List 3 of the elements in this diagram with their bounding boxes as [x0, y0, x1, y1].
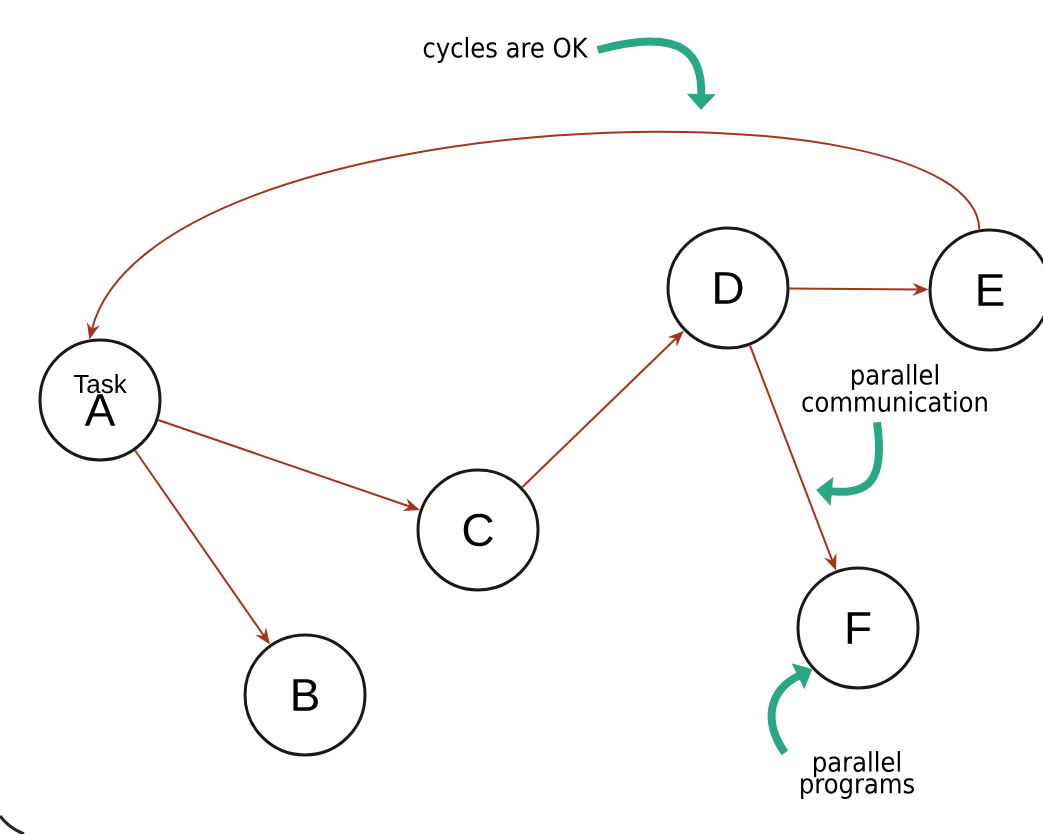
annotation: parallel communication — [802, 363, 987, 412]
annotation: parallel programs — [801, 751, 914, 799]
annotation: cycles are OK — [423, 36, 589, 64]
